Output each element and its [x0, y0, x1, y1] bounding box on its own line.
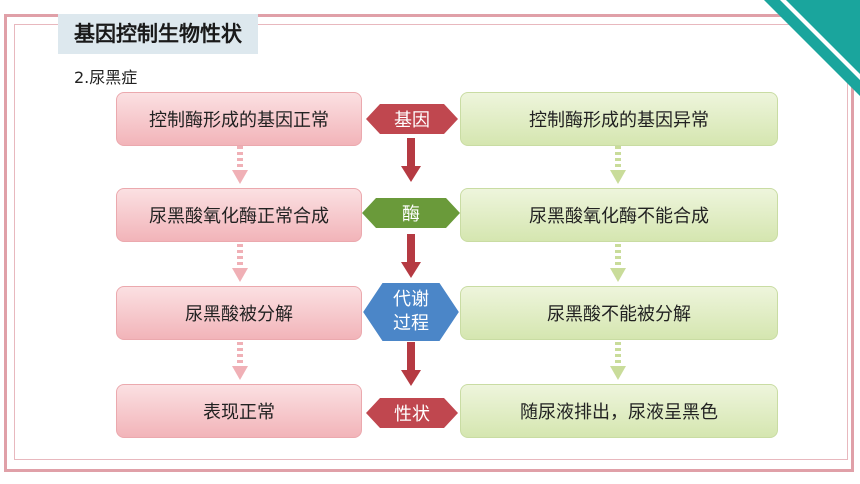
tag-metabolism: 代谢 过程	[362, 282, 460, 342]
tag-trait-shape	[366, 398, 458, 428]
left-dashed-arrow-3	[232, 342, 248, 380]
corner-decoration-inner	[786, 0, 860, 74]
tag-trait-label: 性状	[394, 404, 430, 425]
left-box-acid-decomposed: 尿黑酸被分解	[116, 286, 362, 340]
tag-enzyme: 酶	[362, 198, 460, 228]
center-arrow-3	[401, 342, 421, 386]
left-box-gene-normal: 控制酶形成的基因正常	[116, 92, 362, 146]
right-box-gene-abnormal: 控制酶形成的基因异常	[460, 92, 778, 146]
right-dashed-arrow-3	[610, 342, 626, 380]
tag-enzyme-label: 酶	[402, 204, 420, 225]
tag-metabolism-shape	[362, 282, 460, 342]
right-box-black-urine: 随尿液排出，尿液呈黑色	[460, 384, 778, 438]
tag-enzyme-shape	[362, 198, 460, 228]
right-dashed-arrow-1	[610, 146, 626, 184]
slide-subtitle: 2.尿黑症	[74, 68, 138, 87]
center-arrow-1	[401, 138, 421, 182]
tag-metabolism-label: 代谢 过程	[393, 289, 429, 334]
outer-frame	[4, 14, 854, 472]
inner-frame	[14, 24, 848, 460]
slide-title: 基因控制生物性状	[58, 14, 258, 54]
tag-trait: 性状	[366, 398, 458, 428]
left-box-normal-trait: 表现正常	[116, 384, 362, 438]
left-box-enzyme-normal: 尿黑酸氧化酶正常合成	[116, 188, 362, 242]
right-box-acid-not-decomposed: 尿黑酸不能被分解	[460, 286, 778, 340]
tag-gene-shape	[366, 104, 458, 134]
left-dashed-arrow-2	[232, 244, 248, 282]
left-dashed-arrow-1	[232, 146, 248, 184]
tag-gene: 基因	[366, 104, 458, 134]
center-arrow-2	[401, 234, 421, 278]
tag-gene-label: 基因	[394, 110, 430, 131]
right-box-enzyme-not-synthesized: 尿黑酸氧化酶不能合成	[460, 188, 778, 242]
right-dashed-arrow-2	[610, 244, 626, 282]
